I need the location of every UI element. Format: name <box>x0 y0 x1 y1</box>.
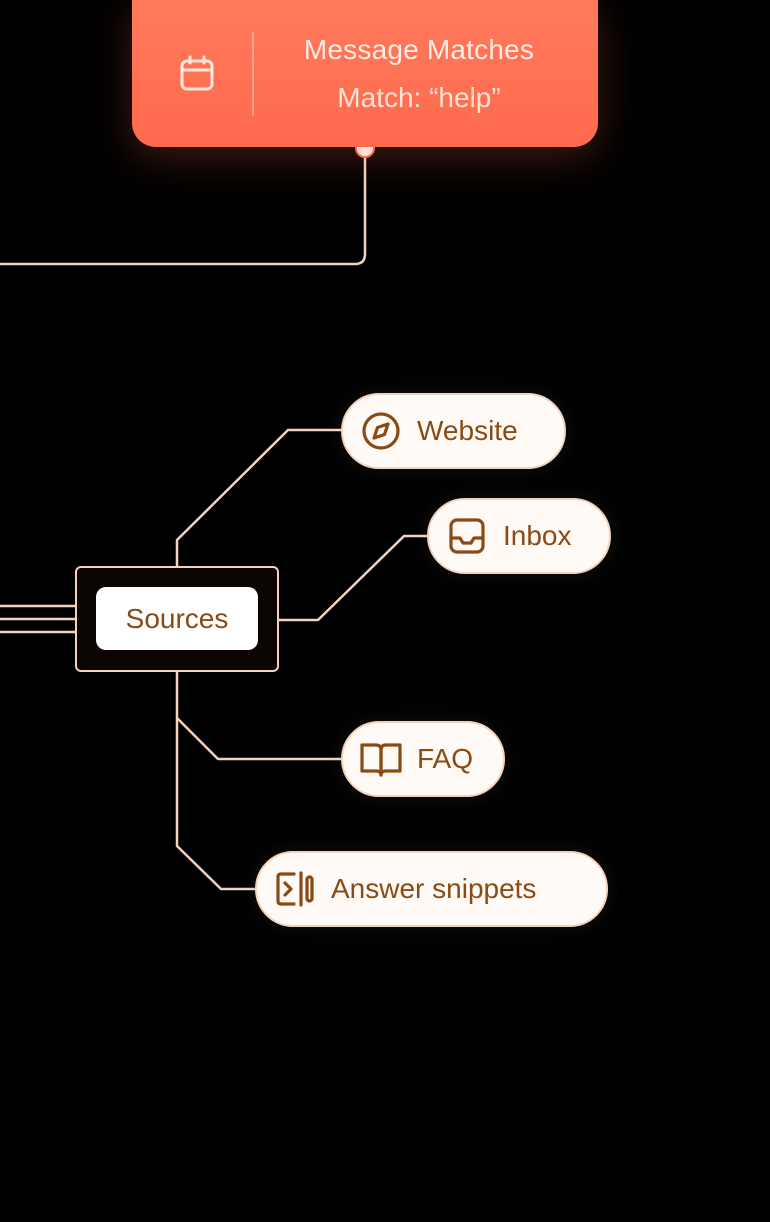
inbox-tray-icon <box>445 514 489 558</box>
connector-faq <box>175 670 344 761</box>
source-answer-snippets[interactable]: Answer snippets <box>255 851 608 927</box>
calendar-icon <box>178 55 216 93</box>
snippet-code-icon <box>273 867 317 911</box>
trigger-subtitle: Match: “help” <box>337 82 501 113</box>
compass-icon <box>359 409 403 453</box>
trigger-card[interactable]: Message Matches Match: “help” <box>132 0 598 147</box>
open-book-icon <box>359 737 403 781</box>
source-answer-snippets-label: Answer snippets <box>331 873 537 904</box>
trigger-title: Message Matches <box>303 34 535 65</box>
source-website[interactable]: Website <box>341 393 566 469</box>
source-faq[interactable]: FAQ <box>341 721 505 797</box>
trigger-divider <box>252 32 254 116</box>
source-inbox[interactable]: Inbox <box>427 498 611 574</box>
sources-hub-label[interactable]: Sources <box>96 587 258 650</box>
source-website-label: Website <box>417 415 518 446</box>
connector-inbox <box>277 534 430 622</box>
source-inbox-label: Inbox <box>503 520 572 551</box>
source-faq-label: FAQ <box>417 743 474 774</box>
connector-trigger-out <box>0 146 367 266</box>
connector-website <box>175 428 344 568</box>
connector-answer-snippets <box>175 716 258 891</box>
